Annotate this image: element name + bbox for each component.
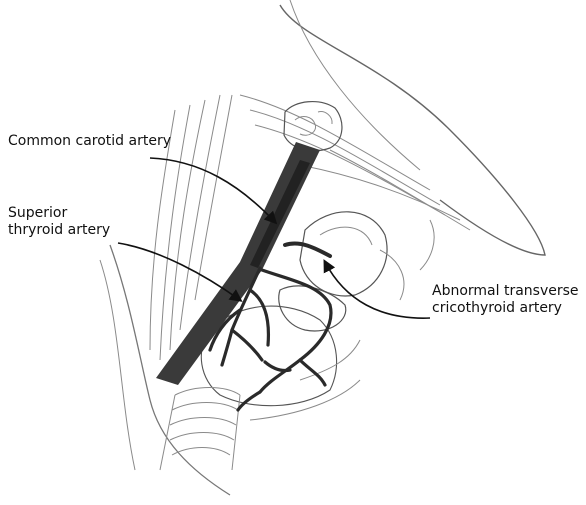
label-abnormal-cricothyroid: Abnormal transverse cricothyroid artery (432, 283, 579, 317)
label-abnormal-cricothyroid-line1: Abnormal transverse (432, 283, 579, 300)
abnormal-cricothyroid-artery (285, 243, 330, 256)
leader-common-carotid (150, 158, 275, 222)
label-abnormal-cricothyroid-line2: cricothyroid artery (432, 300, 579, 317)
label-superior-thyroid-line1: Superior (8, 205, 110, 222)
label-common-carotid-text: Common carotid artery (8, 133, 171, 150)
sketch-background (100, 0, 545, 495)
label-common-carotid: Common carotid artery (8, 133, 171, 150)
label-superior-thyroid-line2: thryroid artery (8, 222, 110, 239)
label-superior-thyroid: Superior thryroid artery (8, 205, 110, 239)
leader-abnormal-cricothyroid (325, 262, 430, 318)
